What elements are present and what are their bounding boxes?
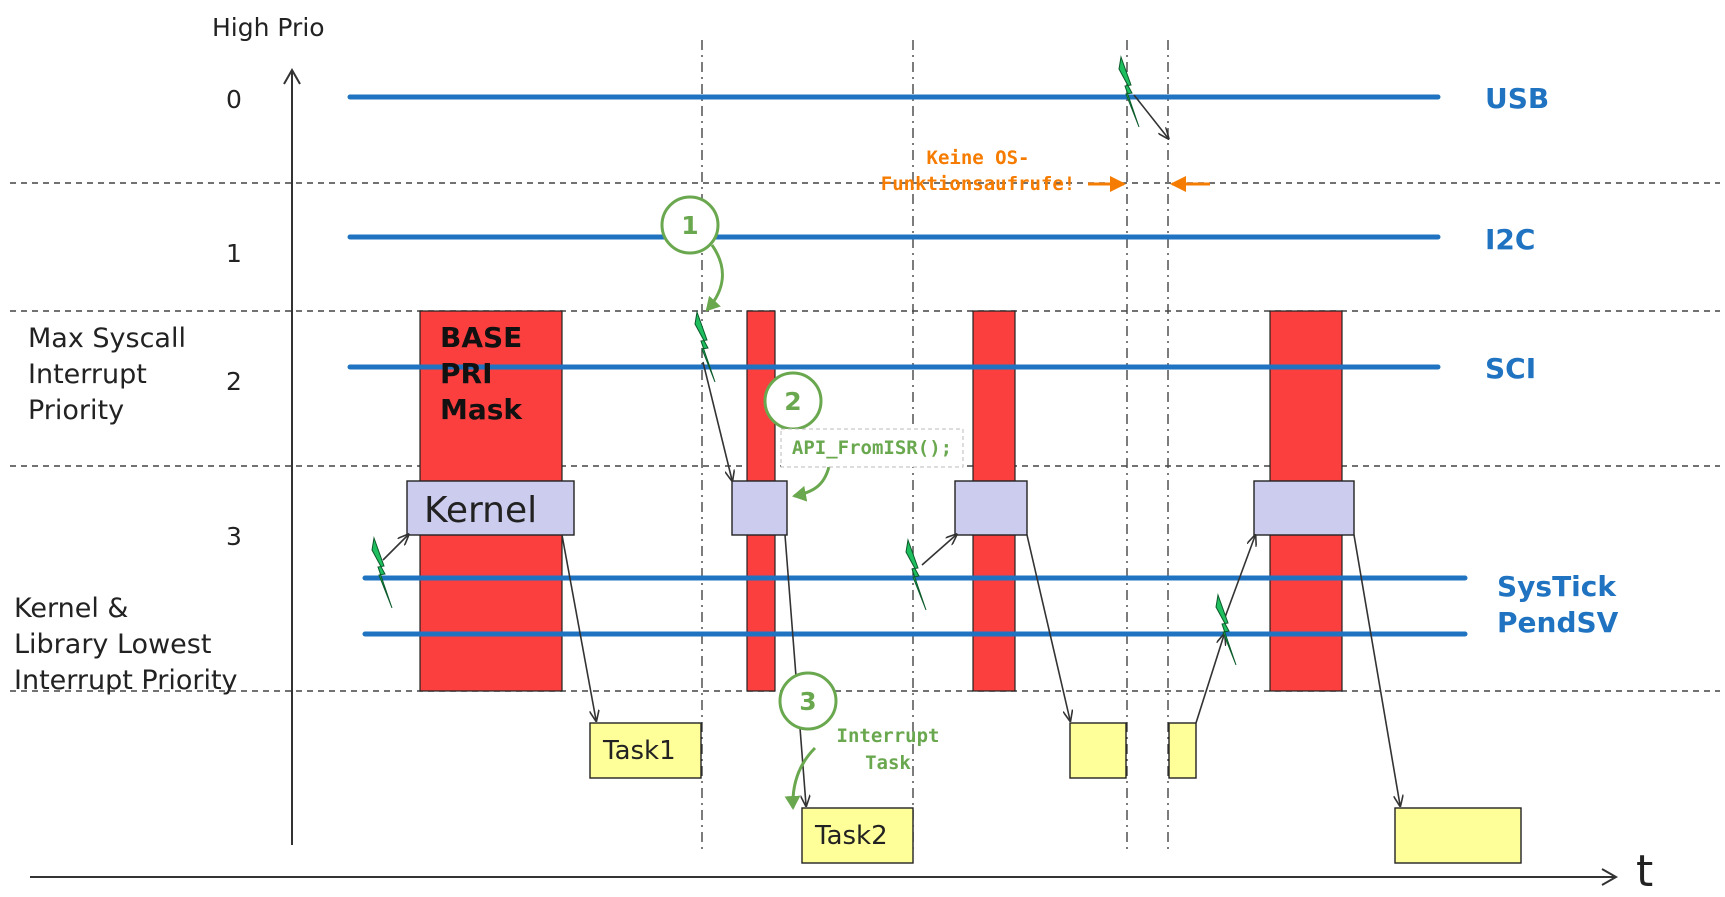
pendsv-label: PendSV (1497, 606, 1619, 639)
flow-arrow-c (702, 361, 732, 480)
no-os-calls-line-2: Funktionsaufrufe! (881, 173, 1075, 195)
flow-arrows (382, 94, 1400, 805)
step-2-label: 2 (784, 387, 801, 416)
flow-arrow-a (382, 535, 408, 561)
kernel-lowest-line-2: Library Lowest (14, 629, 211, 660)
max-syscall-line-3: Priority (28, 395, 124, 426)
basepri-line-3: Mask (440, 393, 523, 426)
time-markers (701, 40, 1169, 850)
kernel-lowest-line-1: Kernel & (14, 593, 128, 624)
flow-arrow-j (1133, 94, 1168, 138)
usb-label: USB (1485, 82, 1549, 115)
step-3-circle (778, 671, 838, 731)
kernel-box-2 (731, 480, 788, 536)
i2c-label: I2C (1485, 223, 1535, 256)
no-os-calls-line-1: Keine OS- (927, 147, 1030, 169)
interrupt-task-line-1: Interrupt (837, 725, 940, 747)
step-3-arrow (784, 746, 817, 810)
flow-arrow-f (1026, 534, 1070, 720)
kernel-boxes (406, 480, 1355, 536)
interrupt-task-line-2: Task (865, 752, 911, 774)
flow-arrow-b (561, 534, 596, 720)
task2-box (801, 807, 914, 864)
kernel-label: Kernel (424, 490, 537, 531)
task-box-3 (1069, 722, 1127, 779)
lightning-icon (371, 536, 393, 609)
step-1-label: 1 (681, 211, 698, 240)
task-box-4 (1168, 722, 1197, 779)
kernel-box-3 (954, 480, 1028, 536)
priority-level-3: 3 (226, 522, 242, 551)
lightning-icon (1215, 593, 1237, 666)
step-markers: 1 2 3 (660, 195, 838, 731)
flow-arrow-e (921, 535, 956, 566)
flow-arrow-i (1353, 534, 1400, 805)
x-axis-label: t (1636, 846, 1653, 897)
max-syscall-line-1: Max Syscall (28, 323, 186, 354)
interrupt-line-labels: USB I2C SCI SysTick PendSV (1485, 82, 1619, 639)
step-1-arrow (705, 244, 724, 312)
step-2-arrow (792, 461, 832, 502)
sci-label: SCI (1485, 352, 1536, 385)
lightning-icon (905, 538, 927, 611)
task-boxes (589, 722, 1522, 864)
api-call-label: API_FromISR(); (792, 437, 952, 459)
basepri-mask-label: BASE PRI Mask (440, 321, 523, 426)
priority-level-2: 2 (226, 367, 242, 396)
y-axis-label: High Prio (212, 13, 325, 42)
x-axis-arrowhead (1601, 868, 1619, 886)
priority-level-1: 1 (226, 239, 242, 268)
task1-label: Task1 (602, 736, 676, 766)
task-box-5 (1394, 807, 1522, 864)
flow-arrow-h (1223, 536, 1255, 621)
step-1-circle (660, 195, 720, 255)
priority-separators (10, 182, 1720, 692)
task2-label: Task2 (814, 821, 888, 851)
lightning-icon (1118, 55, 1140, 128)
step-arrows (705, 244, 832, 810)
systick-label: SysTick (1497, 570, 1617, 603)
kernel-box-1 (406, 480, 575, 536)
step-3-label: 3 (799, 687, 816, 716)
max-syscall-label: Max Syscall Interrupt Priority (28, 323, 186, 426)
lightning-icon (694, 310, 716, 383)
kernel-lowest-line-3: Interrupt Priority (14, 665, 238, 696)
y-axis-arrowhead (283, 67, 301, 85)
basepri-line-1: BASE (440, 321, 522, 354)
priority-level-0: 0 (226, 85, 242, 114)
max-syscall-line-2: Interrupt (28, 359, 147, 390)
basepri-line-2: PRI (440, 357, 493, 390)
interrupt-bolts (371, 55, 1237, 666)
flow-arrow-d (784, 534, 806, 805)
kernel-box-4 (1253, 480, 1355, 536)
task1-box (589, 722, 702, 779)
api-call-box (780, 428, 964, 468)
flow-arrow-g (1195, 635, 1224, 724)
kernel-lowest-label: Kernel & Library Lowest Interrupt Priori… (14, 593, 238, 696)
